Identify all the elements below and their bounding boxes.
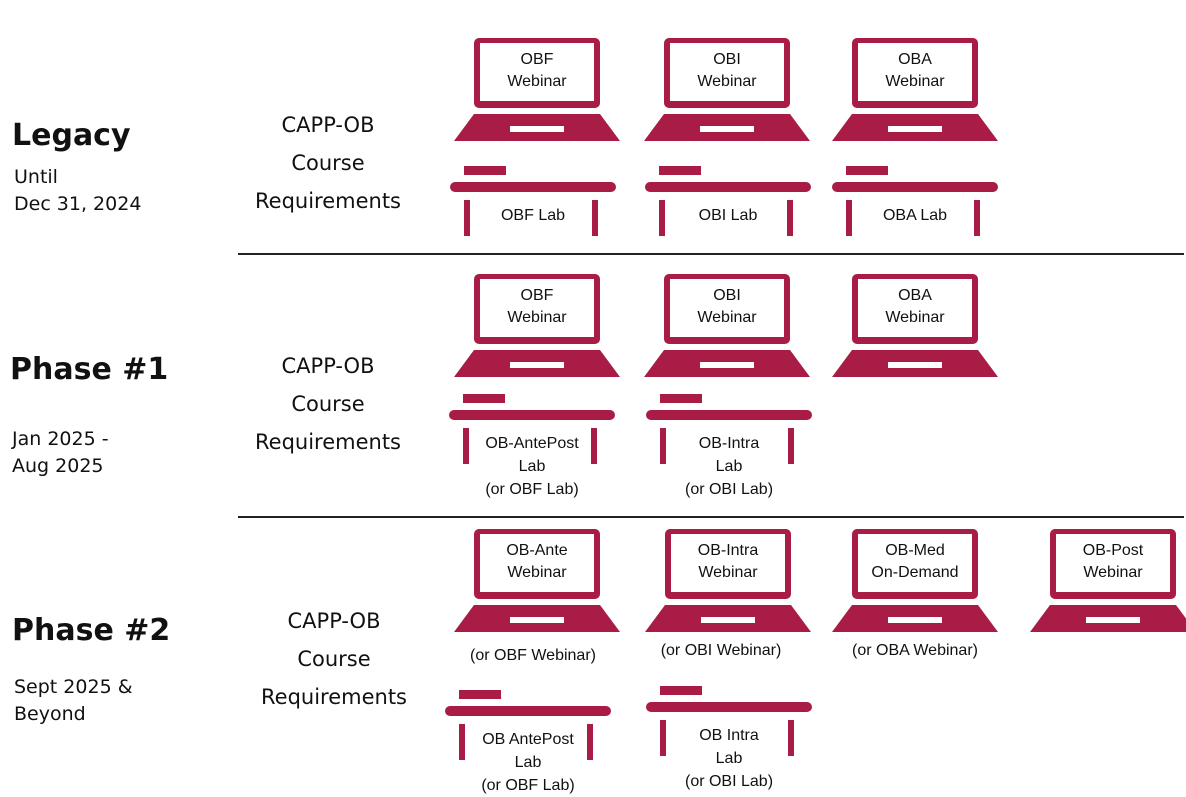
webinar-laptop: OBA Webinar — [830, 38, 1000, 141]
course-requirements-label: CAPP-OB Course Requirements — [255, 354, 401, 454]
desk-icon — [646, 686, 812, 756]
webinar-laptop: OBF Webinar — [452, 274, 622, 377]
laptop-icon — [454, 38, 620, 141]
webinar-label: OB-Med On-Demand — [871, 542, 959, 581]
laptop-icon — [832, 274, 998, 377]
webinar-label: OBI Webinar — [697, 287, 757, 326]
phase-dates-phase-2: Sept 2025 & Beyond — [14, 676, 133, 725]
laptop-icon — [644, 38, 810, 141]
row-divider — [238, 253, 1184, 255]
webinar-laptop: OBF Webinar — [452, 38, 622, 141]
row-divider — [238, 516, 1184, 518]
laptop-icon — [832, 38, 998, 141]
course-requirements-label: CAPP-OB Course Requirements — [255, 113, 401, 213]
webinar-alternative: (or OBI Webinar) — [660, 642, 782, 659]
webinar-laptop: OB-Med On-Demand — [830, 529, 1000, 632]
webinar-label: OB-Post Webinar — [1082, 542, 1144, 581]
lab-label: OB-AntePost Lab (or OBF Lab) — [485, 435, 579, 498]
laptop-icon — [832, 529, 998, 632]
lab-desk: OBI Lab — [645, 166, 811, 238]
webinar-label: OBA Webinar — [885, 287, 945, 326]
phase-title-legacy: Legacy — [12, 118, 131, 153]
webinar-laptop: OB-Intra Webinar — [643, 529, 813, 632]
lab-label: OB-Intra Lab (or OBI Lab) — [684, 435, 774, 498]
desk-icon — [646, 394, 812, 464]
webinar-label: OB-Ante Webinar — [506, 542, 568, 581]
webinar-label: OB-Intra Webinar — [697, 542, 759, 581]
lab-desk: OB-AntePost Lab (or OBF Lab) — [449, 394, 615, 498]
phase-dates-phase-1: Jan 2025 - Aug 2025 — [12, 428, 109, 477]
phase-title-phase-1: Phase #1 — [10, 352, 169, 387]
laptop-icon — [1030, 529, 1186, 632]
course-requirements-label: CAPP-OB Course Requirements — [261, 609, 407, 709]
laptop-icon — [644, 274, 810, 377]
lab-label: OBI Lab — [698, 207, 758, 224]
laptop-icon — [645, 529, 811, 632]
phase-title-phase-2: Phase #2 — [12, 613, 171, 648]
lab-desk: OB-Intra Lab (or OBI Lab) — [646, 394, 812, 498]
webinar-alternative: (or OBA Webinar) — [852, 642, 978, 659]
laptop-icon — [454, 529, 620, 632]
desk-icon — [449, 394, 615, 464]
webinar-laptop: OB-Ante Webinar — [452, 529, 622, 632]
phase-dates-legacy: Until Dec 31, 2024 — [14, 166, 142, 215]
desk-icon — [445, 690, 611, 760]
webinar-label: OBA Webinar — [885, 51, 945, 90]
lab-label: OBF Lab — [500, 207, 566, 224]
webinar-label: OBF Webinar — [507, 287, 567, 326]
webinar-laptop: OBI Webinar — [642, 274, 812, 377]
lab-label: OBA Lab — [882, 207, 948, 224]
webinar-laptop: OBI Webinar — [642, 38, 812, 141]
webinar-alternative: (or OBF Webinar) — [470, 647, 596, 664]
laptop-icon — [454, 274, 620, 377]
webinar-laptop: OBA Webinar — [830, 274, 1000, 377]
lab-desk: OB AntePost Lab (or OBF Lab) — [445, 690, 611, 794]
webinar-label: OBF Webinar — [507, 51, 567, 90]
lab-label: OB AntePost Lab (or OBF Lab) — [481, 731, 575, 794]
desk-icon — [832, 166, 998, 236]
desk-icon — [450, 166, 616, 236]
webinar-label: OBI Webinar — [697, 51, 757, 90]
lab-desk: OB Intra Lab (or OBI Lab) — [646, 686, 812, 790]
lab-label: OB Intra Lab (or OBI Lab) — [684, 727, 774, 790]
lab-desk: OBF Lab — [450, 166, 616, 238]
lab-desk: OBA Lab — [832, 166, 998, 238]
desk-icon — [645, 166, 811, 236]
webinar-laptop: OB-Post Webinar — [1028, 529, 1186, 632]
